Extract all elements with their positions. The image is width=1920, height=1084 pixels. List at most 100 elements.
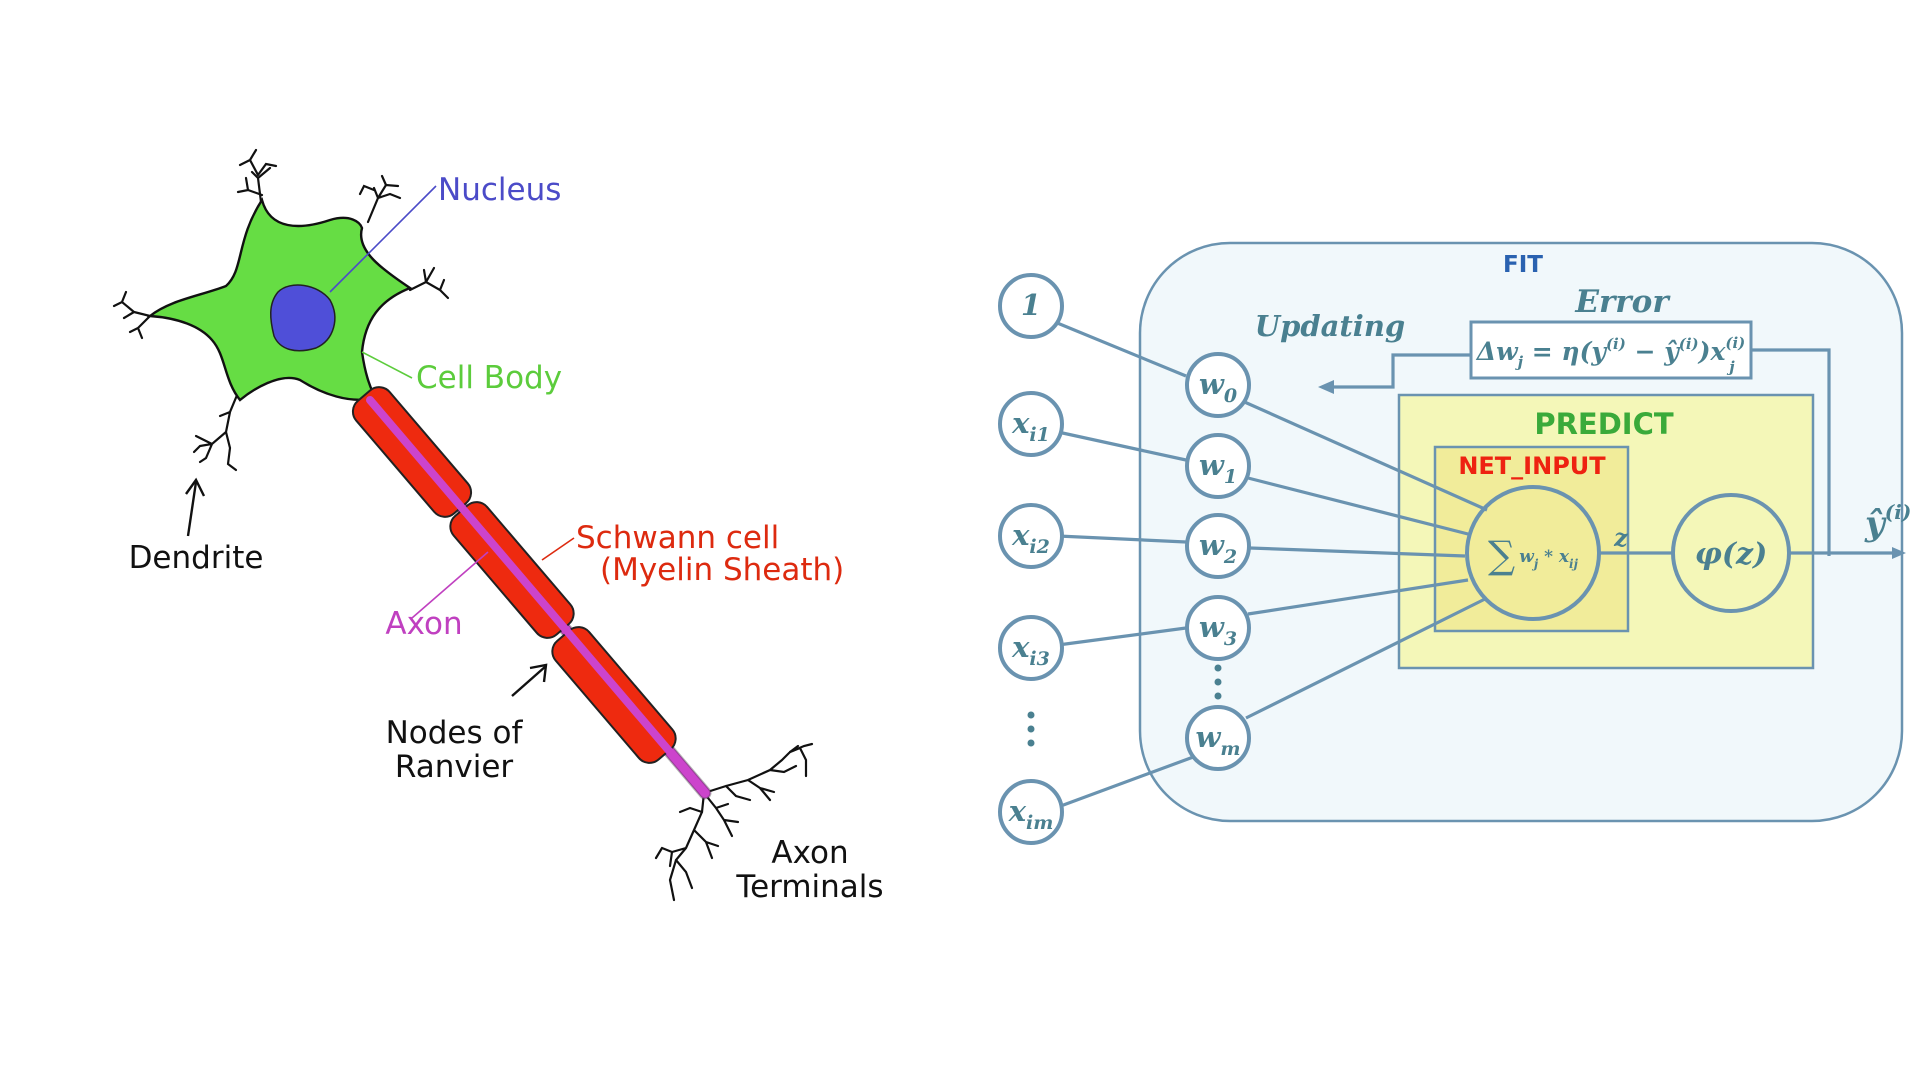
fit-label: FIT: [1503, 252, 1543, 278]
activation-node: [1671, 493, 1791, 613]
conn-1-w0: [1049, 318, 1187, 378]
input-node-xi2-label: xi2: [1011, 518, 1050, 558]
rule-lhs: Δw: [1475, 337, 1519, 366]
conn-w0-sum: [1239, 398, 1488, 512]
error-feedback-line: [1751, 348, 1831, 556]
conn-w1-sum: [1247, 476, 1469, 536]
weight-node-w2-subscript: 2: [1223, 546, 1237, 568]
input-node-xi1-circle: [998, 391, 1064, 457]
weight-sum-connections: [1239, 398, 1488, 720]
output-yhat: ŷ: [1864, 504, 1887, 544]
input-node-1-symbol: 1: [1021, 288, 1041, 322]
input-node-xim-label: xim: [1008, 794, 1054, 834]
weight-node-w0-circle: [1185, 352, 1251, 418]
weight-node-w0-symbol: w: [1199, 367, 1225, 401]
input-node-xi2: xi2: [998, 503, 1064, 569]
neuron-illustration: Nucleus Cell Body Dendrite Schwann cell …: [112, 148, 884, 905]
input-node-xi2-subscript: i2: [1029, 536, 1049, 558]
cell-body-leader-line: [361, 351, 413, 379]
rule-eq: = η(y: [1523, 337, 1607, 366]
weight-node-w1-label: w1: [1199, 448, 1237, 488]
conn-w2-sum: [1249, 546, 1466, 558]
axon-label: Axon: [385, 606, 462, 642]
output-label: ŷ(i): [1864, 500, 1911, 544]
activation-label: φ(z): [1695, 537, 1768, 572]
weight-node-wm-circle: [1185, 705, 1251, 771]
nodes-arrow: [511, 663, 548, 697]
weight-node-w0: w0: [1185, 352, 1251, 418]
weight-node-w1-subscript: 1: [1224, 466, 1237, 488]
dendrite-arrow: [185, 477, 206, 537]
input-node-1-circle: [998, 273, 1064, 339]
weight-node-w2: w2: [1185, 513, 1251, 579]
axon-through-sheath: [366, 396, 709, 797]
weight-node-wm: wm: [1185, 705, 1251, 771]
z-label: z: [1613, 523, 1629, 552]
net-input-label: NET_INPUT: [1458, 452, 1606, 480]
input-node-xi3-label: xi3: [1011, 630, 1050, 670]
schwann-cell-label: Schwann cell: [576, 520, 779, 556]
weight-node-w3-subscript: 3: [1224, 628, 1237, 650]
error-label: Error: [1574, 284, 1671, 320]
perceptron-diagram: FIT Error Δwj = η(y(i) − ŷ(i))x(i)j Upda…: [998, 241, 1911, 845]
weight-node-w3-circle: [1185, 595, 1251, 661]
predict-label: PREDICT: [1534, 407, 1674, 441]
weight-node-w3-symbol: w: [1199, 610, 1225, 644]
input-node-xi3-subscript: i3: [1029, 648, 1049, 670]
input-node-1-label: 1: [1021, 288, 1041, 322]
updating-line: [1330, 353, 1471, 389]
input-node-xi2-circle: [998, 503, 1064, 569]
conn-xim-wm: [1057, 754, 1197, 809]
input-node-1: 1: [998, 273, 1064, 339]
sum-w: w: [1519, 547, 1535, 567]
summation-node: [1465, 485, 1601, 621]
weight-node-w2-label: w2: [1199, 528, 1237, 568]
sum-times-x: * x: [1538, 547, 1570, 567]
weight-node-w0-subscript: 0: [1224, 385, 1237, 407]
input-node-xim-subscript: im: [1026, 812, 1053, 834]
weight-node-wm-subscript: m: [1220, 738, 1240, 760]
nucleus-shape: [270, 284, 336, 352]
nucleus-label: Nucleus: [438, 172, 561, 208]
input-node-xi3: xi3: [998, 615, 1064, 681]
summation-formula: ∑wj * xij: [1488, 533, 1579, 577]
nodes-of-ranvier-label-1: Nodes of: [386, 715, 524, 751]
rule-x-sup: (i): [1725, 334, 1745, 352]
nodes-of-ranvier-label-2: Ranvier: [395, 749, 514, 785]
conn-xi1-w1: [1057, 430, 1187, 462]
input-node-xi1-symbol: x: [1011, 406, 1030, 440]
weight-node-w2-circle: [1185, 513, 1251, 579]
input-node-xi3-circle: [998, 615, 1064, 681]
input-weight-connections: [1049, 318, 1197, 809]
input-node-xim-symbol: x: [1008, 794, 1027, 828]
weight-node-w1: w1: [1185, 433, 1251, 499]
nucleus-leader-line: [329, 185, 437, 293]
weight-node-w1-circle: [1185, 433, 1251, 499]
myelin-sheath: [351, 386, 709, 797]
weight-node-w0-label: w0: [1199, 367, 1237, 407]
sum-x-sub: ij: [1569, 557, 1579, 571]
schwann-leader-line: [541, 537, 575, 561]
output-sup: (i): [1885, 500, 1912, 524]
axon-terminals-label-2: Terminals: [735, 869, 883, 905]
input-node-xi1: xi1: [998, 391, 1064, 457]
output-arrowhead: [1892, 547, 1906, 559]
input-node-xim: xim: [998, 779, 1064, 845]
weight-node-w3-label: w3: [1199, 610, 1237, 650]
input-ellipsis: [1027, 711, 1035, 747]
conn-xi3-w3: [1057, 626, 1187, 647]
dendrite-label: Dendrite: [129, 540, 264, 576]
rule-lhs-sub: j: [1515, 353, 1524, 371]
rule-tail: )x: [1698, 337, 1727, 366]
updating-arrowhead: [1318, 380, 1334, 394]
weight-node-wm-symbol: w: [1195, 720, 1221, 754]
weight-node-wm-label: wm: [1195, 720, 1240, 760]
rule-x-sub: j: [1726, 358, 1735, 376]
conn-wm-sum: [1245, 596, 1488, 720]
weight-node-w3: w3: [1185, 595, 1251, 661]
rule-yhat-sup: (i): [1679, 335, 1699, 353]
